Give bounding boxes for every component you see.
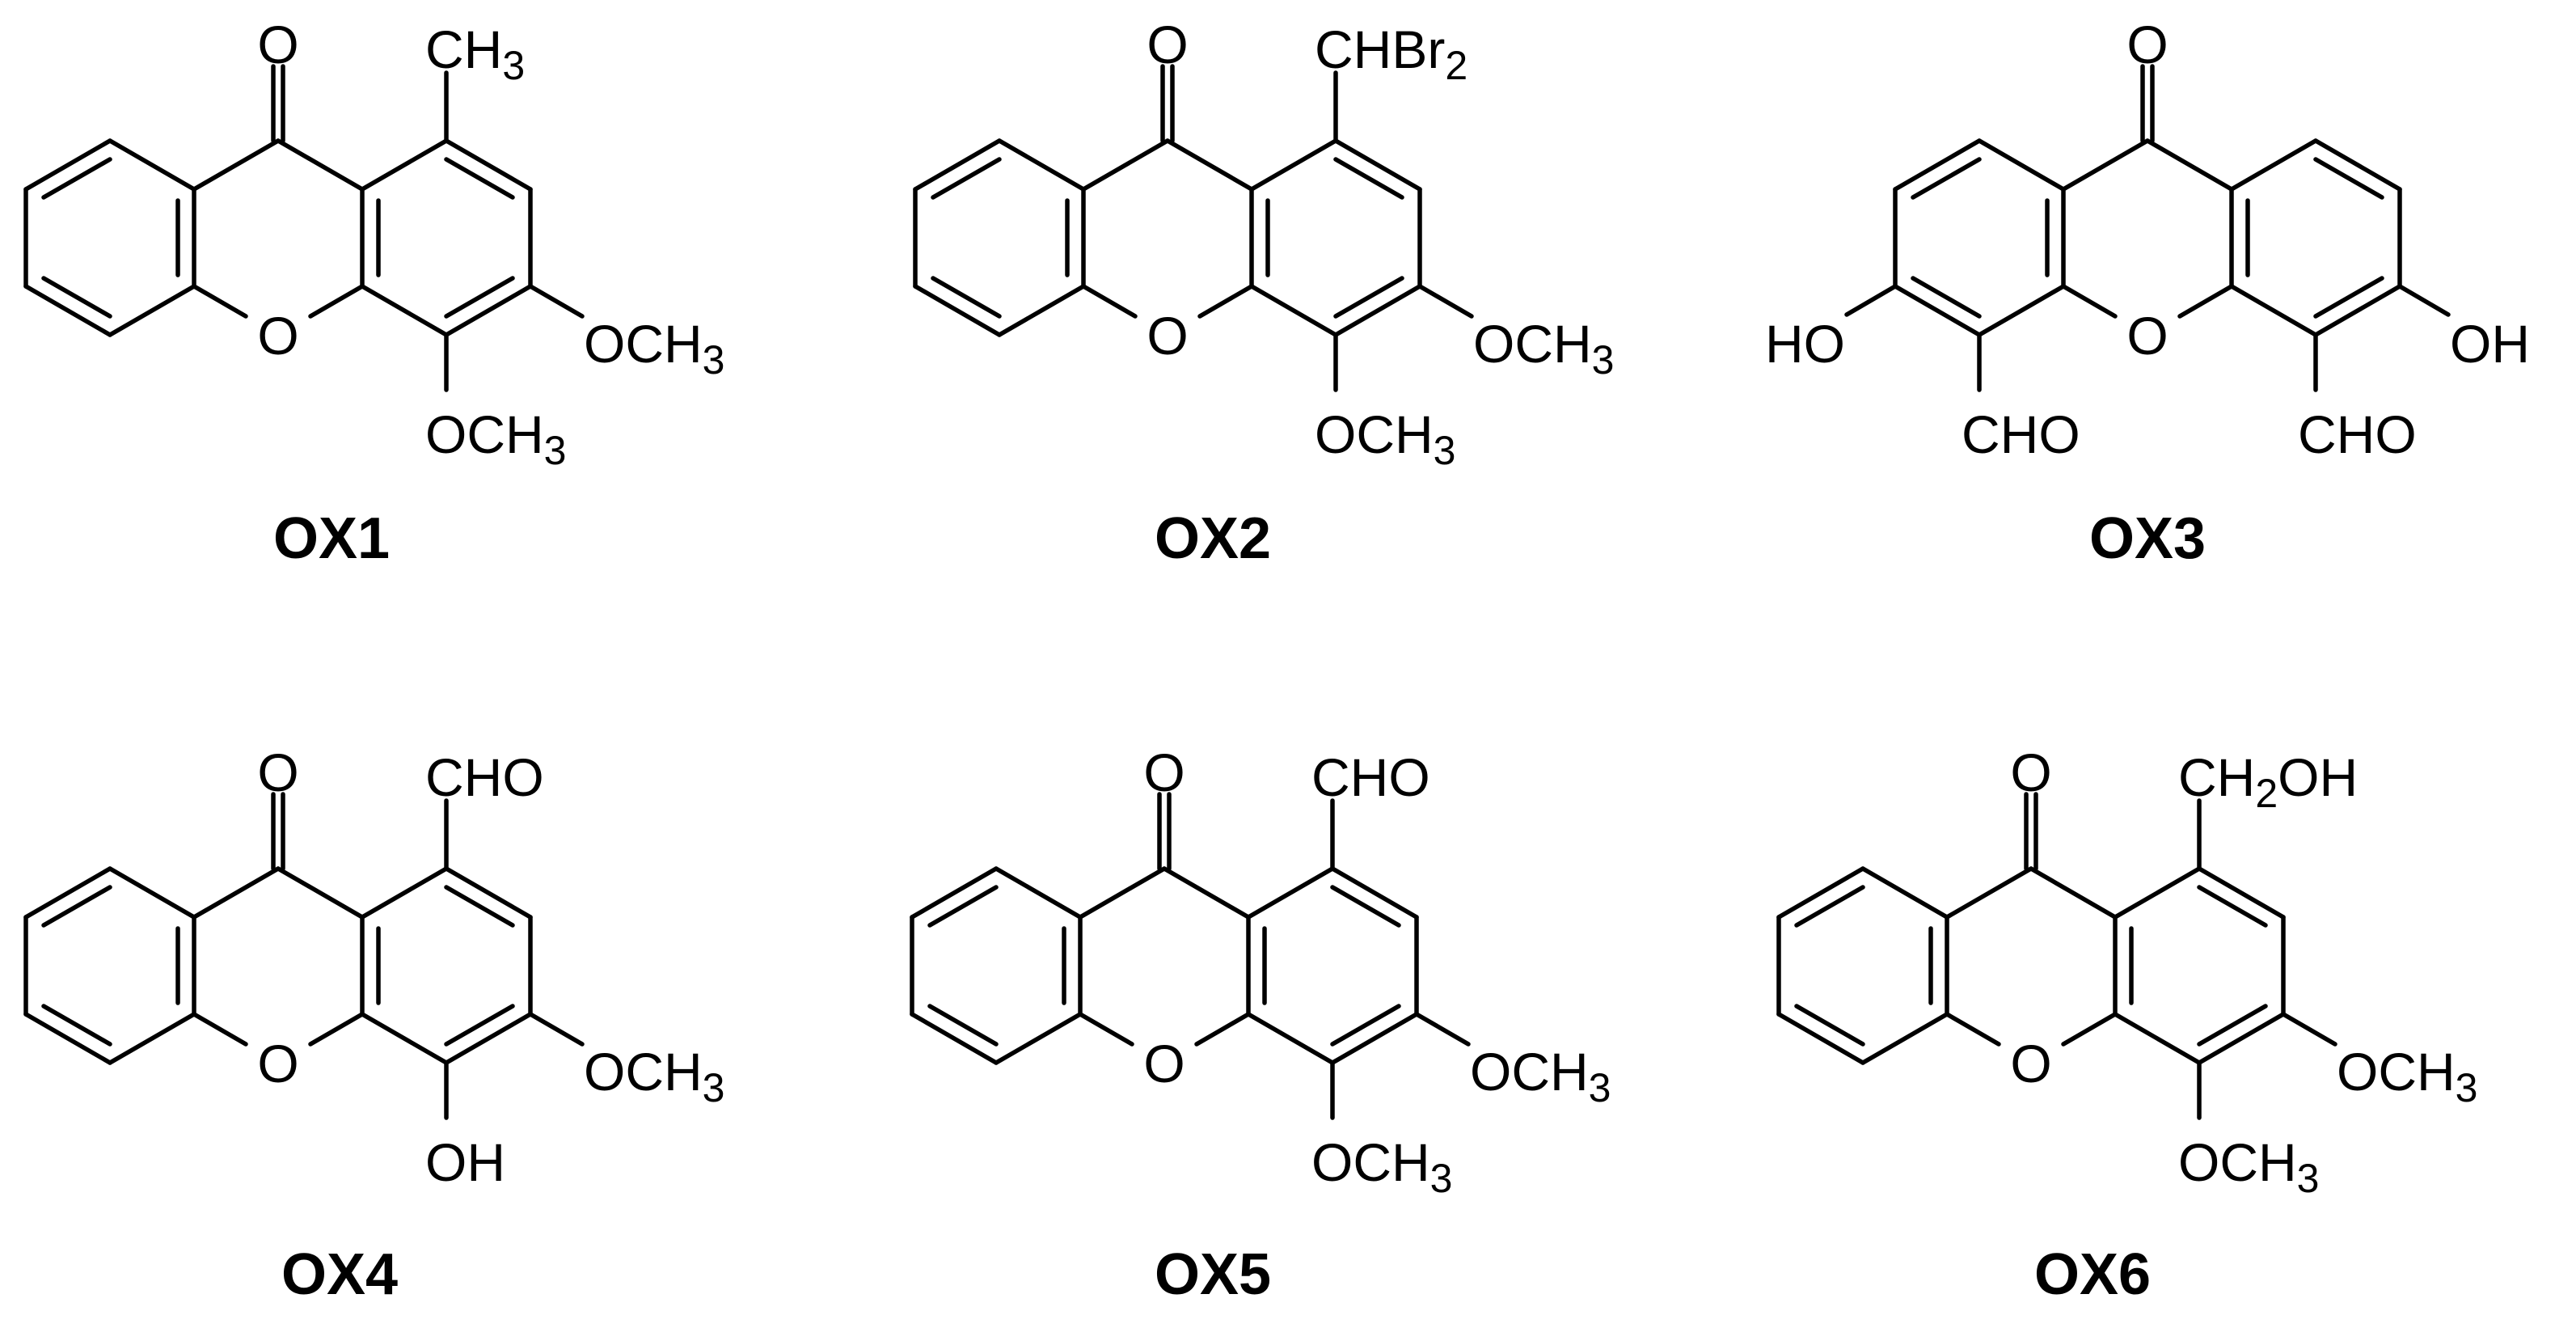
compound-ox2: O O CHBr2 OCH3 OCH3 OX2	[913, 15, 1614, 571]
ox1-compound-label: OX1	[273, 506, 390, 571]
ox2-compound-label: OX2	[1155, 506, 1271, 571]
ox6-ring-oxygen: O	[2010, 1034, 2051, 1093]
ox2-bonds	[913, 64, 1474, 392]
ox3-ring-oxygen: O	[2126, 306, 2168, 366]
ox5-c4-methoxy: OCH3	[1311, 1132, 1452, 1201]
ox5-ring-oxygen: O	[1143, 1034, 1185, 1093]
ox2-c3-methoxy: OCH3	[1473, 314, 1614, 383]
ox5-compound-label: OX5	[1155, 1242, 1271, 1307]
ox1-c3-methoxy: OCH3	[584, 314, 724, 383]
ox3-compound-label: OX3	[2089, 506, 2206, 571]
ox4-c1-aldehyde: CHO	[425, 747, 544, 807]
ox3-left-aldehyde: CHO	[1962, 404, 2080, 464]
ox1-c4-methoxy: OCH3	[425, 404, 566, 473]
ox6-c1-hydroxymethyl: CH2OH	[2178, 747, 2358, 816]
compound-ox5: O O CHO OCH3 OCH3 OX5	[910, 742, 1611, 1307]
ox5-c1-aldehyde: CHO	[1311, 747, 1430, 807]
ox3-left-hydroxyl: HO	[1765, 314, 1845, 374]
ox5-bonds	[910, 792, 1471, 1120]
ox1-c1-substituent: CH3	[425, 19, 525, 88]
ox4-compound-label: OX4	[281, 1242, 398, 1307]
ox3-right-aldehyde: CHO	[2298, 404, 2417, 464]
compound-ox6: O O CH2OH OCH3 OCH3 OX6	[1776, 742, 2477, 1307]
ox5-c3-methoxy: OCH3	[1470, 1042, 1611, 1110]
ox4-c3-methoxy: OCH3	[584, 1042, 724, 1110]
ox2-c1-substituent: CHBr2	[1315, 19, 1467, 88]
ox2-ketone-oxygen: O	[1147, 15, 1188, 74]
ox4-ring-oxygen: O	[257, 1034, 298, 1093]
ox1-ring-oxygen: O	[257, 306, 298, 366]
ox4-bonds	[23, 792, 585, 1120]
compound-ox4: O O CHO OCH3 OH OX4	[23, 742, 724, 1307]
ox2-ring-oxygen: O	[1147, 306, 1188, 366]
ox1-ketone-oxygen: O	[257, 15, 298, 74]
compound-ox1: O O CH3 OCH3 OCH3 OX1	[23, 15, 724, 571]
ox5-ketone-oxygen: O	[1143, 742, 1185, 802]
ox2-c4-methoxy: OCH3	[1315, 404, 1455, 473]
ox6-c3-methoxy: OCH3	[2337, 1042, 2477, 1110]
ox4-ketone-oxygen: O	[257, 742, 298, 802]
ox1-bonds	[23, 64, 585, 392]
ox6-compound-label: OX6	[2034, 1242, 2151, 1307]
ox6-bonds	[1776, 792, 2337, 1120]
ox6-c4-methoxy: OCH3	[2178, 1132, 2319, 1201]
ox3-right-hydroxyl: OH	[2450, 314, 2530, 374]
ox4-c4-hydroxyl: OH	[425, 1132, 505, 1192]
ox3-ketone-oxygen: O	[2126, 15, 2168, 74]
ox3-bonds	[1844, 64, 2451, 392]
ox6-ketone-oxygen: O	[2010, 742, 2051, 802]
compound-ox3: O O HO OH CHO CHO OX3	[1765, 15, 2530, 571]
